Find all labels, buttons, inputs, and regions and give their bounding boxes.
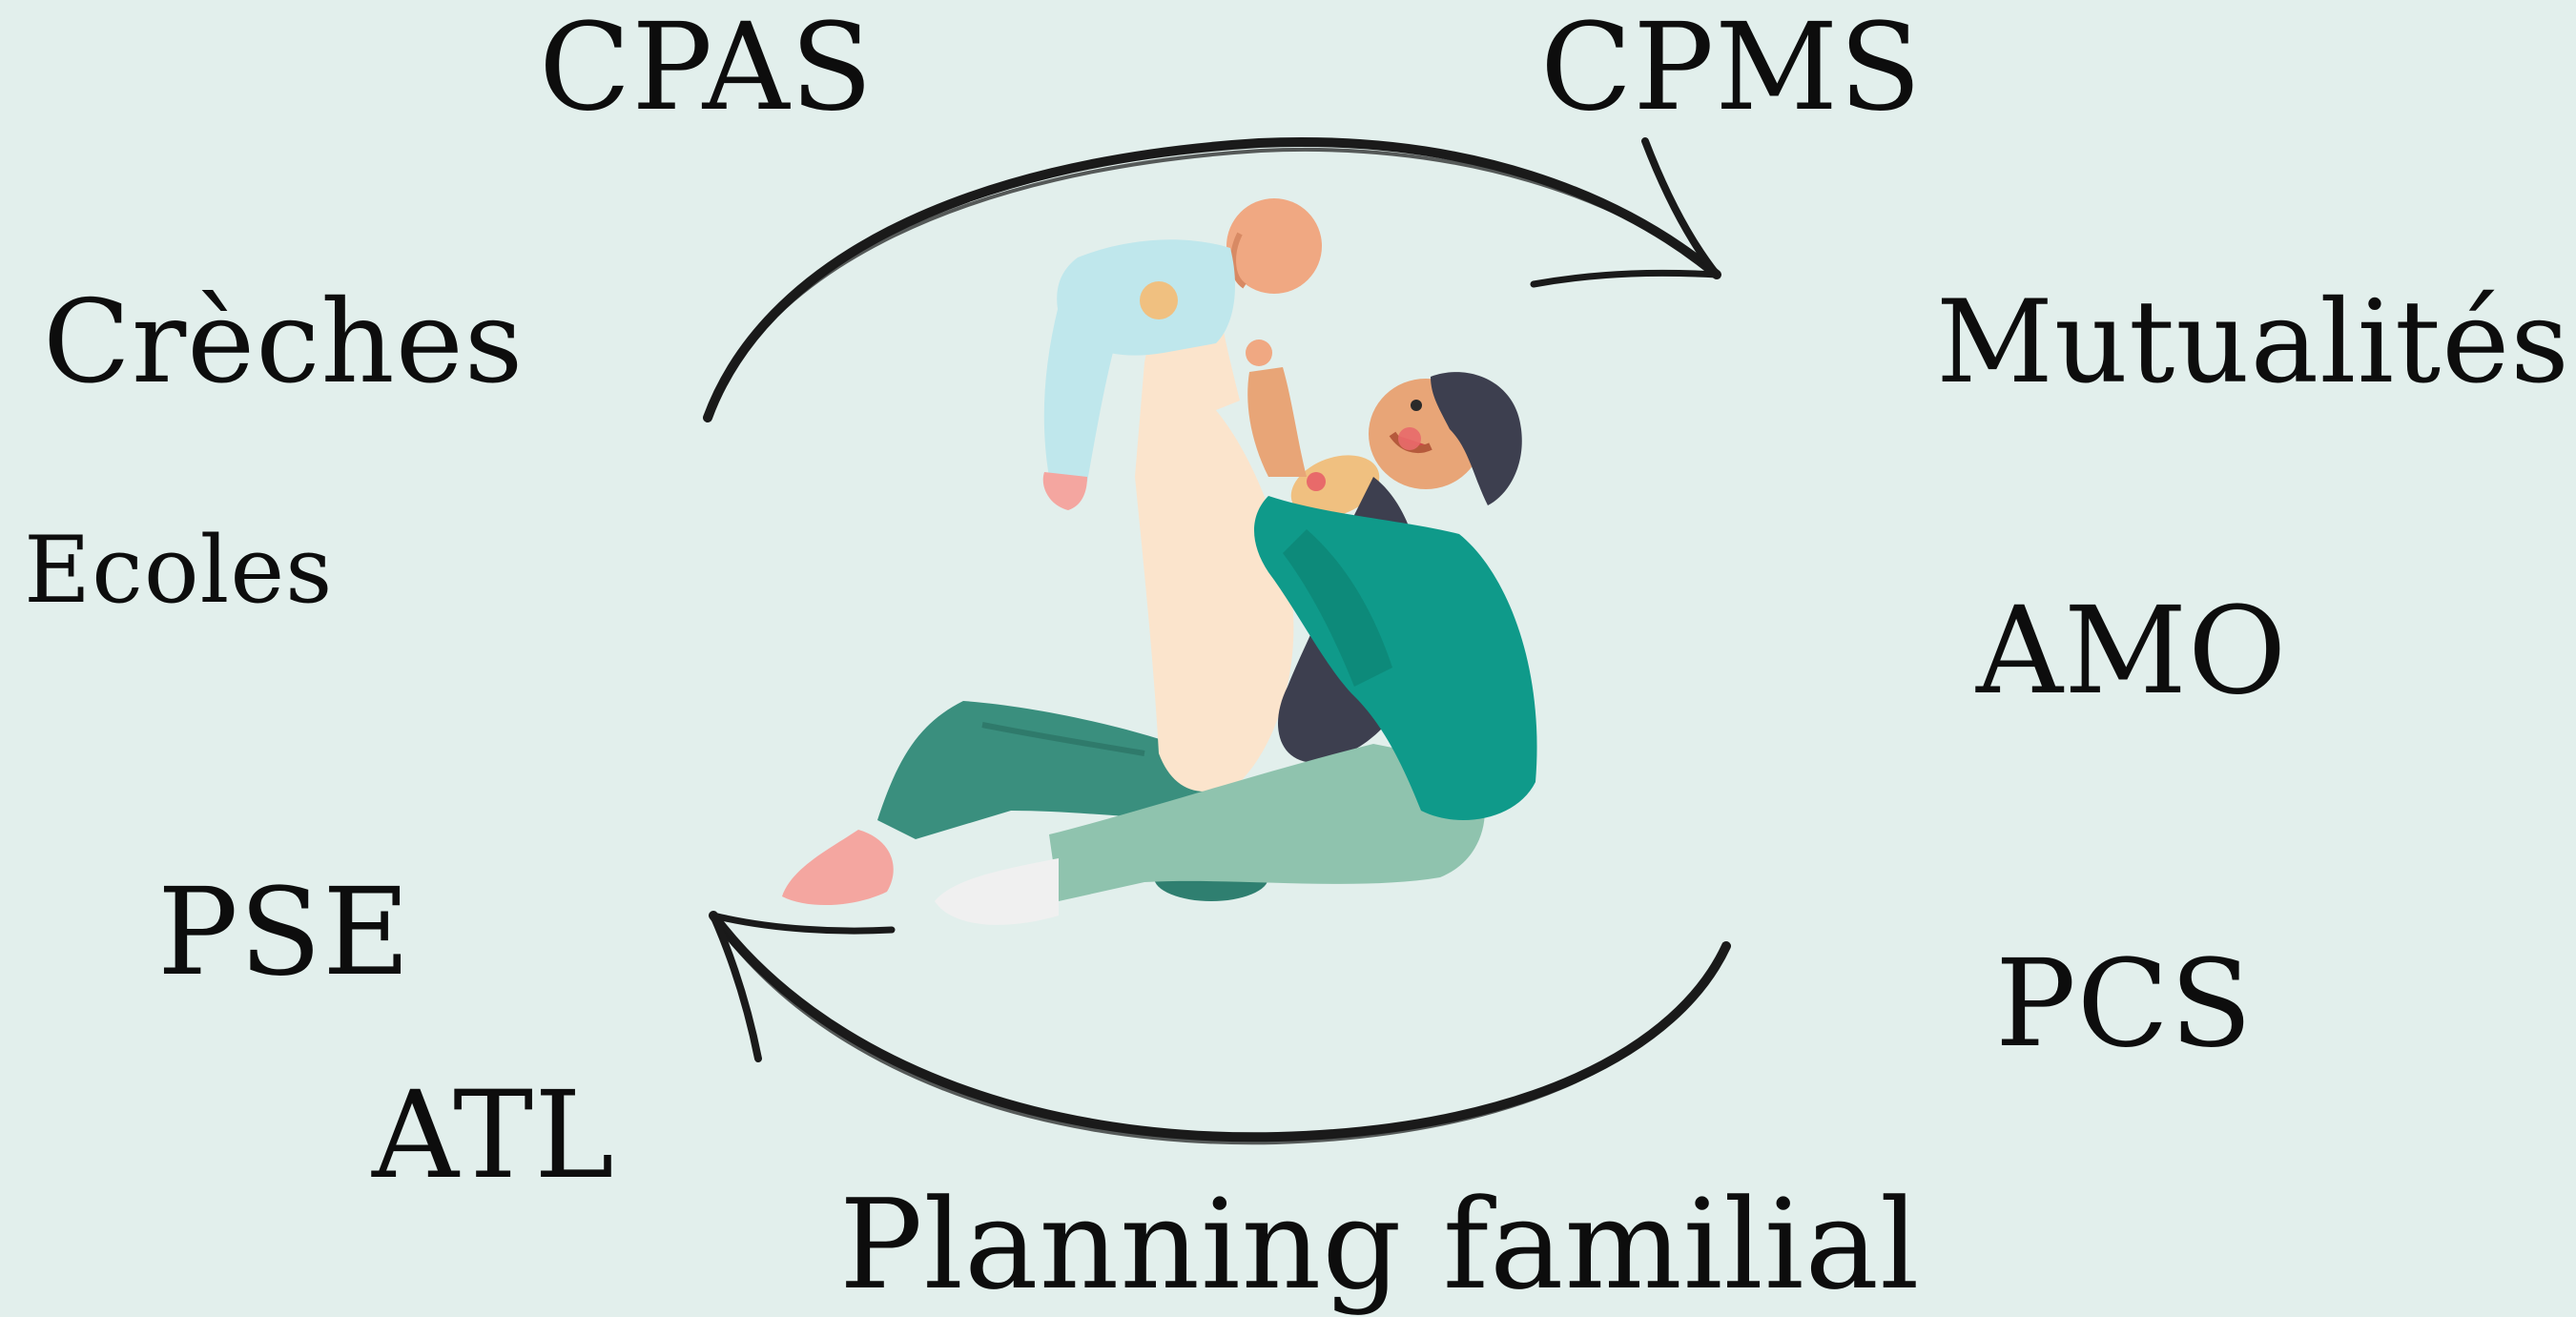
label-planning-familial: Planning familial: [839, 1172, 1921, 1317]
label-cpms: CPMS: [1540, 0, 1923, 137]
label-amo: AMO: [1976, 581, 2288, 721]
top-arrowhead: [1641, 137, 1721, 278]
label-mutualites: Mutualités: [1936, 277, 2570, 409]
label-pse: PSE: [157, 862, 412, 1002]
label-ecoles: Ecoles: [24, 517, 334, 624]
label-cpas: CPAS: [539, 0, 874, 137]
top-arc: [703, 137, 1721, 422]
bottom-arrowhead: [710, 912, 762, 1062]
label-pcs: PCS: [1995, 934, 2254, 1074]
label-atl: ATL: [372, 1065, 615, 1205]
label-creches: Crèches: [43, 277, 525, 409]
